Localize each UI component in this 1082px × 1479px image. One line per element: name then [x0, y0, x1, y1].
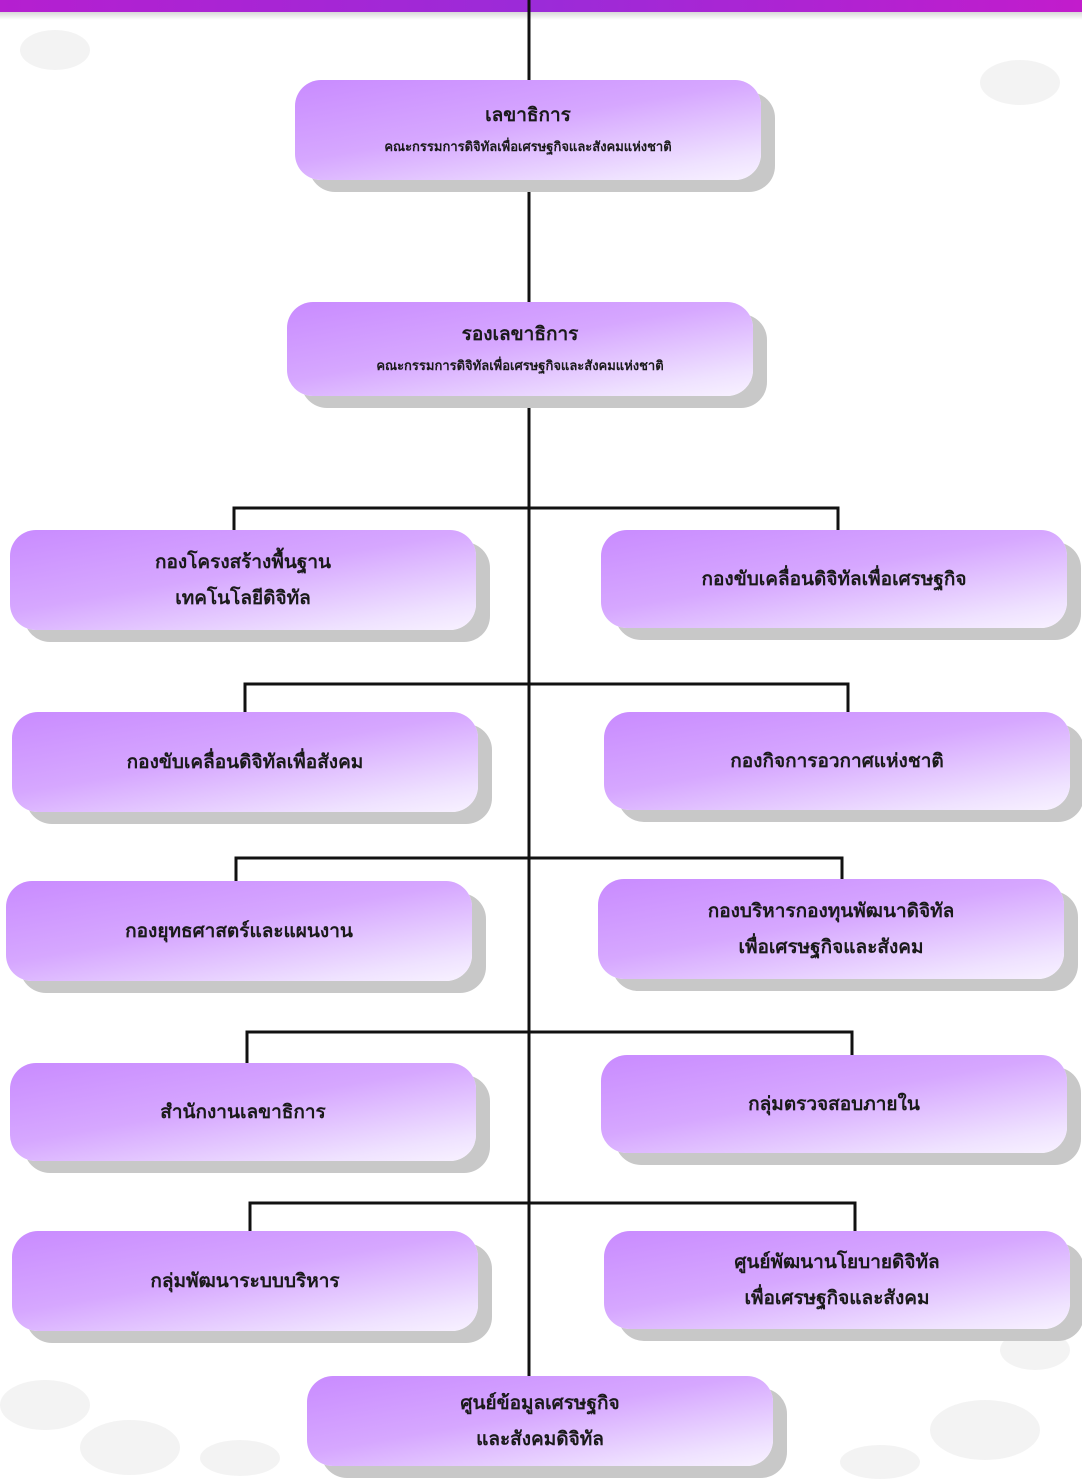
box-line-1: กองโครงสร้างพื้นฐาน: [155, 551, 331, 573]
box-digital-society: กองขับเคลื่อนดิจิทัลเพื่อสังคม: [12, 712, 478, 812]
box-line-1: กลุ่มตรวจสอบภายใน: [748, 1093, 920, 1115]
box-line-1: ศูนย์พัฒนานโยบายดิจิทัล: [734, 1251, 940, 1273]
box-policy-center: ศูนย์พัฒนานโยบายดิจิทัล เพื่อเศรษฐกิจและ…: [604, 1231, 1070, 1329]
box-digital-infrastructure: กองโครงสร้างพื้นฐาน เทคโนโลยีดิจิทัล: [10, 530, 476, 630]
top-bar-shadow: [0, 12, 1082, 20]
box-line-1: กลุ่มพัฒนาระบบบริหาร: [150, 1270, 340, 1292]
branch-row-2: [243, 682, 850, 712]
box-secretary-general: เลขาธิการ คณะกรรมการดิจิทัลเพื่อเศรษฐกิจ…: [295, 80, 761, 180]
box-admin-development: กลุ่มพัฒนาระบบบริหาร: [12, 1231, 478, 1331]
box-line-1: กองขับเคลื่อนดิจิทัลเพื่อเศรษฐกิจ: [701, 568, 967, 590]
box-space-affairs: กองกิจการอวกาศแห่งชาติ: [604, 712, 1070, 810]
box-line-2: เพื่อเศรษฐกิจและสังคม: [744, 1287, 930, 1309]
box-data-center: ศูนย์ข้อมูลเศรษฐกิจ และสังคมดิจิทัล: [307, 1376, 773, 1466]
top-accent-bar: [0, 0, 1082, 12]
box-line-1: ศูนย์ข้อมูลเศรษฐกิจ: [460, 1392, 620, 1414]
box-title: รองเลขาธิการ: [461, 323, 579, 345]
box-subtitle: คณะกรรมการดิจิทัลเพื่อเศรษฐกิจและสังคมแห…: [376, 359, 664, 374]
box-secretariat-office: สำนักงานเลขาธิการ: [10, 1063, 476, 1161]
box-line-1: กองบริหารกองทุนพัฒนาดิจิทัล: [707, 900, 955, 922]
box-digital-economy: กองขับเคลื่อนดิจิทัลเพื่อเศรษฐกิจ: [601, 530, 1067, 628]
box-deputy-secretary-general: รองเลขาธิการ คณะกรรมการดิจิทัลเพื่อเศรษฐ…: [287, 302, 753, 396]
branch-row-5: [248, 1201, 857, 1231]
box-line-1: กองยุทธศาสตร์และแผนงาน: [125, 920, 353, 942]
box-line-1: กองกิจการอวกาศแห่งชาติ: [730, 750, 944, 772]
box-subtitle: คณะกรรมการดิจิทัลเพื่อเศรษฐกิจและสังคมแห…: [384, 140, 672, 155]
branch-row-1: [232, 506, 840, 530]
box-title: เลขาธิการ: [485, 104, 571, 126]
branch-row-3: [234, 856, 844, 881]
box-line-2: เทคโนโลยีดิจิทัล: [175, 587, 311, 609]
box-strategy-planning: กองยุทธศาสตร์และแผนงาน: [6, 881, 472, 981]
box-line-2: เพื่อเศรษฐกิจและสังคม: [738, 936, 924, 958]
box-line-2: และสังคมดิจิทัล: [476, 1428, 604, 1450]
box-fund-management: กองบริหารกองทุนพัฒนาดิจิทัล เพื่อเศรษฐกิ…: [598, 879, 1064, 979]
box-line-1: สำนักงานเลขาธิการ: [160, 1101, 326, 1123]
box-line-1: กองขับเคลื่อนดิจิทัลเพื่อสังคม: [126, 751, 364, 773]
box-internal-audit: กลุ่มตรวจสอบภายใน: [601, 1055, 1067, 1153]
branch-row-4: [245, 1030, 854, 1063]
